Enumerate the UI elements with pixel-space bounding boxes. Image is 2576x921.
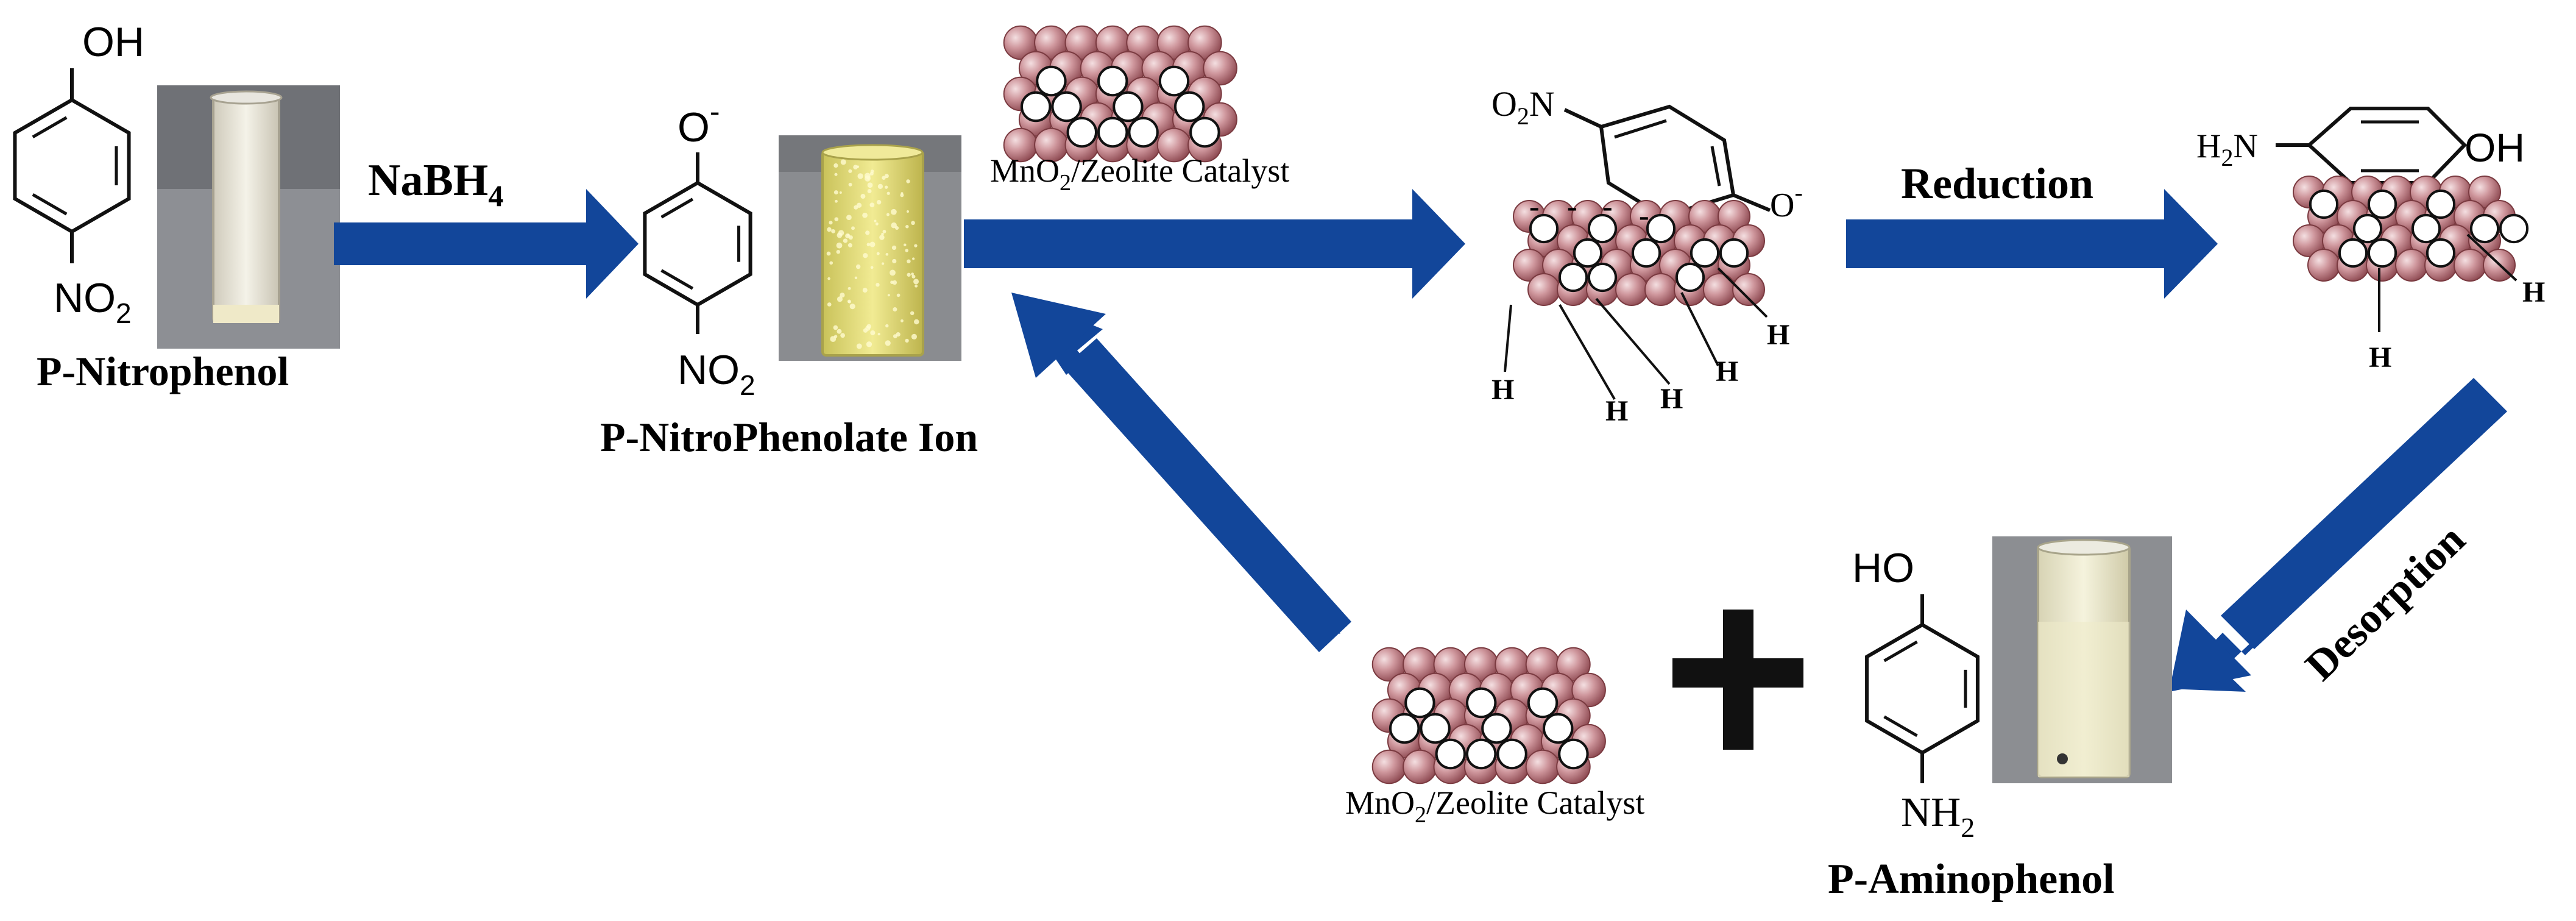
catalyst-top-label: MnO2/Zeolite Catalyst (990, 152, 1289, 196)
hydrogen-label: H (1767, 319, 1789, 351)
reduction-label: Reduction (1901, 159, 2093, 208)
hydrogen-label: H (1660, 383, 1683, 415)
benzene-ring-icon (643, 180, 752, 307)
svg-text:-: - (1602, 189, 1613, 223)
catalyst-cluster-bottom (1371, 647, 1606, 784)
benzene-ring-icon (13, 98, 131, 234)
arrow-catalyst-recycle (1011, 293, 1351, 652)
reduced-aminophenol-adsorbed: H2N OH H H (2196, 107, 2545, 374)
phenolate-oxygen-label: O- (1770, 179, 1803, 224)
no2-group-label: O2N (1491, 84, 1555, 130)
molecule-p-aminophenol: HO NH2 P-Aminophenol (1828, 545, 2115, 903)
benzene-ring-icon (1865, 622, 1980, 755)
oh-group-label: OH (2465, 125, 2525, 170)
arrow-nabh4: NaBH4 (334, 155, 639, 299)
nh2-group-label: NH2 (1901, 789, 1975, 843)
molecule-p-nitrophenolate: O- NO2 P-NitroPhenolate Ion (600, 94, 978, 460)
hydrogen-label: H (1491, 374, 1514, 406)
no2-group-label: NO2 (678, 347, 755, 401)
oh-group-label: OH (82, 19, 144, 65)
hydrogen-label: H (1605, 395, 1628, 427)
nh2-group-label: H2N (2196, 127, 2258, 171)
adsorbed-nitrophenolate: O2N O- - - - - H H H H H (1491, 84, 1803, 427)
phenolate-oxygen-label: O- (678, 94, 720, 151)
p-aminophenol-name: P-Aminophenol (1828, 856, 2115, 903)
svg-text:-: - (1639, 198, 1649, 232)
vial-photo-clear (157, 85, 340, 349)
molecule-p-nitrophenol: OH NO2 P-Nitrophenol (13, 19, 289, 394)
plus-sign-icon (1672, 610, 1803, 750)
no2-group-label: NO2 (54, 275, 132, 329)
hydrogen-label: H (2369, 341, 2391, 374)
surface-charges: - - - - (1529, 189, 1649, 232)
svg-text:-: - (1529, 189, 1540, 223)
catalyst-cluster-adsorbed (1513, 200, 1765, 306)
sparkle-texture (826, 159, 919, 349)
vial-photo-pale (1992, 536, 2172, 783)
arrow-desorption: Desorption (2169, 378, 2507, 692)
p-nitrophenol-name: P-Nitrophenol (37, 348, 289, 394)
arrow-to-adsorption (964, 189, 1465, 299)
svg-text:-: - (1567, 189, 1577, 223)
vial-photo-yellow (779, 135, 961, 361)
hydrogen-label: H (2522, 276, 2545, 308)
catalyst-cluster-top (1003, 25, 1237, 163)
p-nitrophenolate-name: P-NitroPhenolate Ion (600, 414, 978, 460)
catalyst-cluster-reduced (2293, 176, 2529, 282)
catalyst-bottom-label: MnO2/Zeolite Catalyst (1345, 784, 1644, 828)
ho-group-label: HO (1852, 545, 1914, 591)
nabh4-label: NaBH4 (368, 155, 503, 213)
hydrogen-label: H (1716, 355, 1738, 388)
hydrogen-bonds (1504, 267, 1768, 400)
arrow-reduction: Reduction (1846, 159, 2218, 299)
